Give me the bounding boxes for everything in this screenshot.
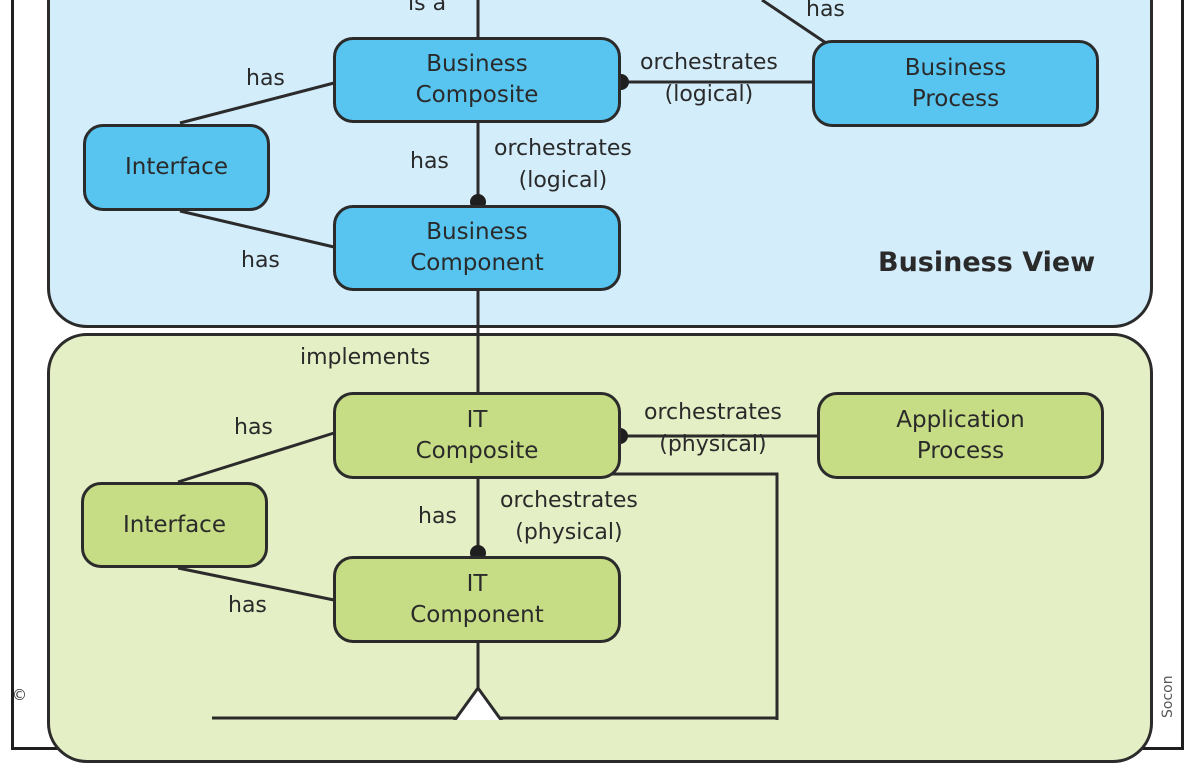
has-business-component-label: has [410,149,449,174]
has-top-line [761,0,827,45]
business-component-node[interactable]: Business Component [333,205,621,291]
has-it-component-interface-label: has [228,593,267,618]
it-composite-node[interactable]: IT Composite [333,392,621,479]
has-top-label: has [806,0,845,22]
orchestrates-physical-label-1: orchestrates (physical) [644,400,782,457]
application-process-node[interactable]: Application Process [817,392,1104,479]
has-it-component-interface-line [177,566,335,602]
has-component-interface-line [179,209,335,249]
credit-text: Socon [1160,675,1176,718]
has-it-component-label: has [418,504,457,529]
has-component-interface-label: has [241,248,280,273]
copyright-mark: © [12,686,27,704]
has-composite-interface-line [179,81,335,125]
orchestrates-logical-label-2: orchestrates (logical) [494,136,632,193]
implements-label: implements [300,345,431,370]
is-a-label: is a [408,0,447,16]
connector-lines [177,0,827,720]
business-view-title: Business View [878,247,1096,278]
has-it-interface-label: has [234,415,273,440]
business-process-node[interactable]: Business Process [812,40,1099,127]
inheritance-triangle [453,685,503,720]
orchestrates-physical-label-2: orchestrates (physical) [500,488,638,545]
has-composite-interface-label: has [246,66,285,91]
business-interface-node[interactable]: Interface [83,124,270,211]
has-it-composite-interface-line [177,431,335,484]
it-interface-node[interactable]: Interface [81,482,268,568]
bracket-line [612,472,779,720]
it-component-node[interactable]: IT Component [333,556,621,643]
orchestrates-logical-label-1: orchestrates (logical) [640,50,778,107]
business-composite-node[interactable]: Business Composite [333,37,621,123]
